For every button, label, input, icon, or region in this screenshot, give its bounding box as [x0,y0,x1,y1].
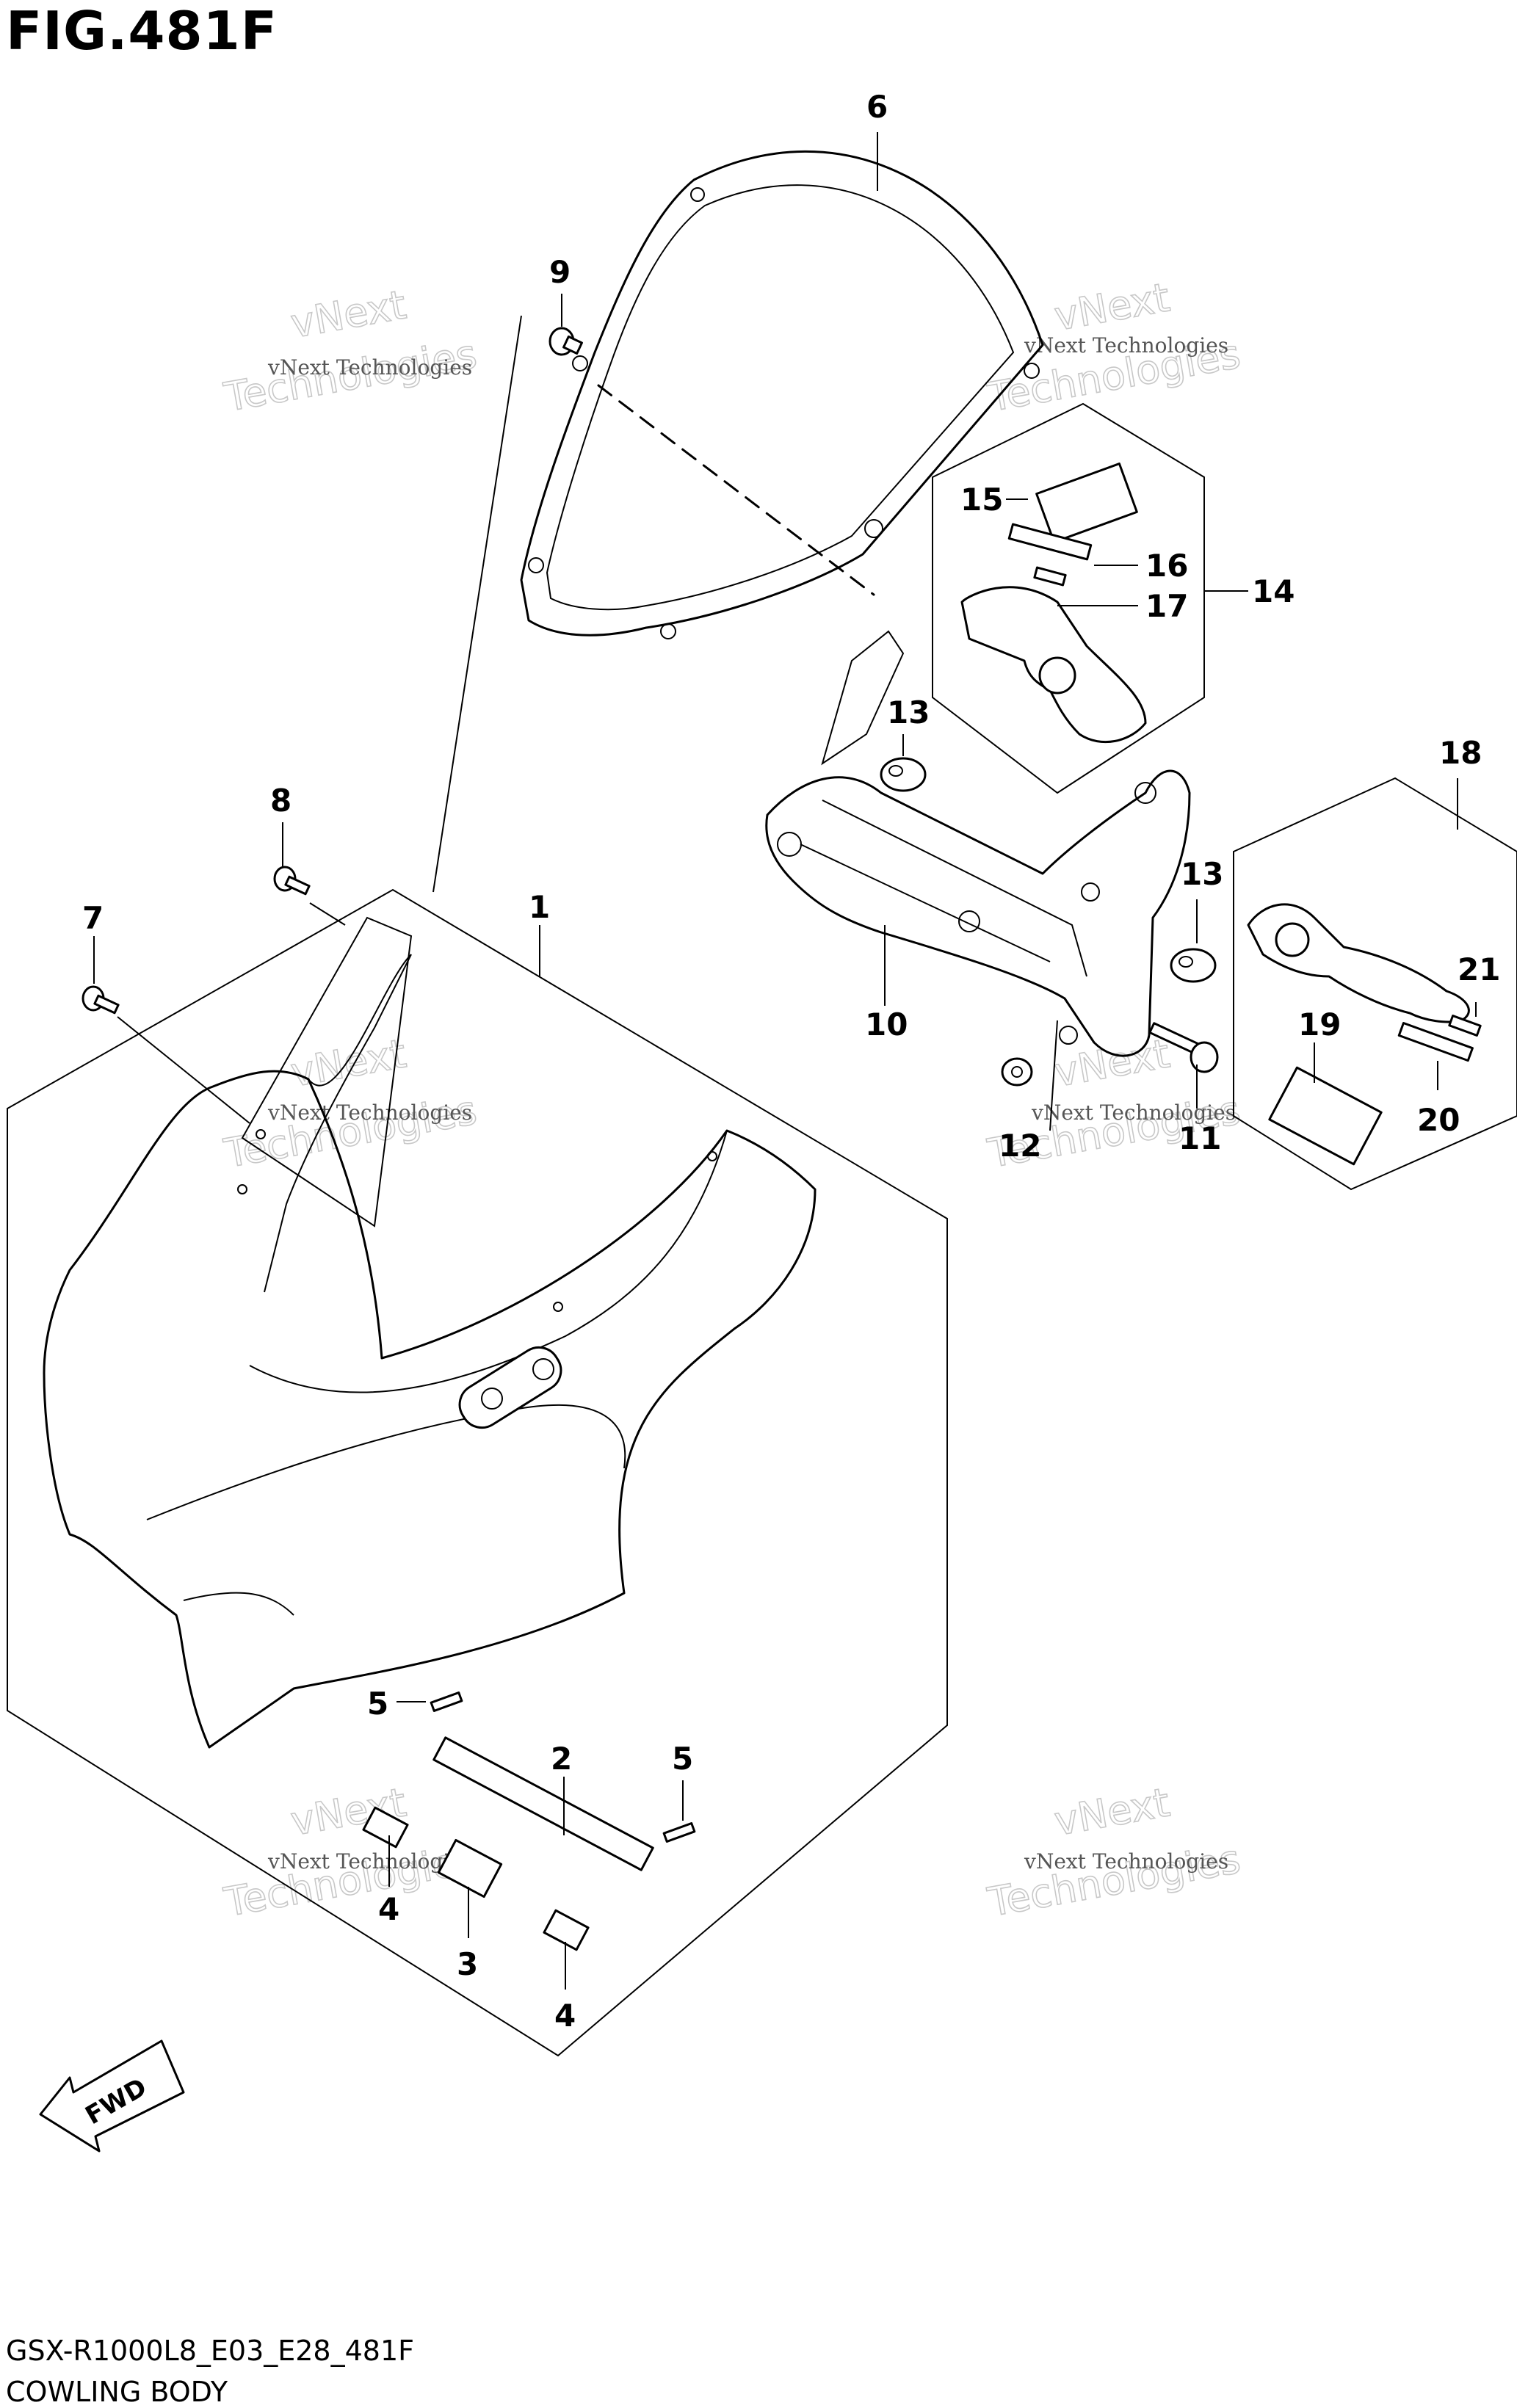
clip-part-5-right [662,1822,696,1843]
part-16 [1007,523,1093,561]
part-1-boundary [7,888,948,2057]
part-19 [1268,1066,1383,1166]
fwd-arrow: FWD [39,2039,185,2153]
leader-screw-7 [117,1016,250,1124]
watermark-bottom-left: Technologies vNext vNext Technologies [220,1779,481,1926]
svg-text:vNext Technologies: vNext Technologies [1024,1849,1228,1874]
callout-9: 9 [549,254,571,290]
callout-4-upper: 4 [378,1891,399,1927]
callout-20: 20 [1417,1102,1460,1138]
leader-screw-8 [309,902,346,926]
callout-1: 1 [529,889,550,925]
callout-7: 7 [82,900,104,936]
diagram-code: GSX-R1000L8_E03_E28_481F [6,2335,414,2367]
callout-11: 11 [1179,1120,1221,1156]
pad-part-3 [437,1838,503,1899]
diagram-subtitle: COWLING BODY [6,2376,228,2408]
watermark-bottom-right: Technologies vNext vNext Technologies [984,1779,1245,1926]
part-14-knob [1038,656,1076,695]
bracket-part-10 [765,630,1191,1057]
part-20 [1397,1022,1474,1062]
nut-part-12 [1001,1057,1033,1087]
group-18-boundary [1233,777,1517,1191]
part-18-mechanism [1247,903,1470,1023]
callout-16: 16 [1145,548,1188,584]
callout-5-left: 5 [367,1686,388,1722]
part-21 [1448,1015,1482,1037]
callout-6: 6 [866,89,888,125]
callout-13-upper: 13 [887,695,930,730]
svg-text:vNext Technologies: vNext Technologies [267,1849,472,1874]
callout-19: 19 [1298,1007,1341,1042]
screw-part-9 [548,327,583,356]
cowl-part-1 [43,916,817,1749]
pad-part-4-upper [362,1806,409,1849]
grommet-part-13-upper [880,757,927,792]
figure-title: FIG.481F [6,0,278,62]
svg-text:vNext Technologies: vNext Technologies [1024,333,1228,358]
callout-5-right: 5 [672,1741,693,1777]
strip-part-2 [432,1736,654,1871]
part-18-knob [1275,922,1310,957]
grommet-part-13-right [1170,948,1217,983]
callout-18: 18 [1439,735,1482,771]
svg-text:vNext: vNext [1051,1030,1173,1095]
callout-13-right: 13 [1181,856,1223,892]
alignment-line [597,384,875,596]
svg-text:vNext: vNext [1051,274,1173,339]
screw-part-7 [82,985,120,1015]
group-14-boundary [932,402,1205,794]
svg-text:vNext Technologies: vNext Technologies [1031,1100,1236,1125]
leader-windscreen-to-cowl [432,315,522,893]
callout-21: 21 [1458,951,1500,987]
screw-part-8 [273,866,311,896]
svg-text:vNext: vNext [1051,1779,1173,1844]
watermark-top-left: Technologies vNext vNext Technologies [220,281,481,421]
callout-15: 15 [960,482,1003,518]
watermark-mid-left: Technologies vNext vNext Technologies [220,1030,481,1178]
callout-8: 8 [270,783,292,819]
windscreen-part-6 [520,150,1044,639]
svg-text:vNext: vNext [287,1030,409,1095]
callout-12: 12 [999,1128,1041,1164]
callout-14: 14 [1252,573,1295,609]
callout-3: 3 [457,1946,478,1982]
callout-2: 2 [551,1741,572,1777]
svg-text:vNext Technologies: vNext Technologies [267,355,472,380]
callout-10: 10 [865,1007,908,1042]
svg-text:vNext: vNext [287,281,409,347]
clip-part-5-upper [430,1691,463,1712]
part-17 [1033,566,1067,587]
svg-text:vNext Technologies: vNext Technologies [267,1100,472,1125]
pad-part-4-lower [543,1909,590,1951]
callout-17: 17 [1145,588,1188,624]
callout-leaders [93,132,1477,1990]
callout-4-lower: 4 [554,1998,576,2034]
part-15 [1035,463,1138,543]
